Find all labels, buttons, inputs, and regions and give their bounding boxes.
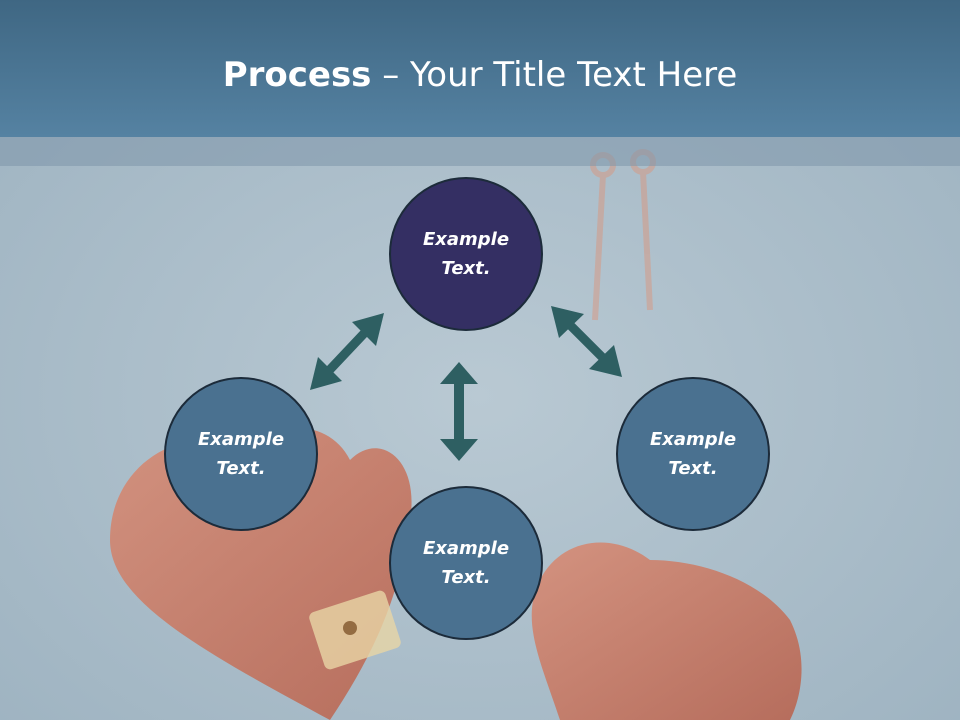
arrow-top-right-group: [551, 306, 622, 377]
arrow-vertical-group: [440, 362, 478, 461]
node-left: Example Text.: [164, 377, 318, 531]
node-top-label: Example Text.: [422, 229, 510, 279]
right-heart-shape: [531, 542, 802, 720]
node-left-label: Example Text.: [197, 429, 285, 479]
node-right-label: Example Text.: [649, 429, 737, 479]
title-bar: [0, 0, 960, 137]
arrow-vertical-head-down: [440, 439, 478, 461]
lock-shape: [309, 590, 401, 670]
arrow-top-left-group: [310, 313, 384, 390]
node-right: Example Text.: [616, 377, 770, 531]
arrow-top-right-head-down: [589, 345, 622, 377]
node-bottom: Example Text.: [389, 486, 543, 640]
slide-title-rest: – Your Title Text Here: [371, 55, 738, 95]
slide-title-bold: Process: [222, 55, 372, 95]
node-top: Example Text.: [389, 177, 543, 331]
slide-title: Process – Your Title Text Here: [0, 52, 960, 98]
arrow-vertical-head-up: [440, 362, 478, 384]
arrow-top-right-head-up: [551, 306, 584, 338]
arrow-top-left-head-down: [310, 357, 342, 390]
title-bar-band: [0, 137, 960, 166]
node-bottom-label: Example Text.: [422, 538, 510, 588]
arrow-top-left-head-up: [352, 313, 384, 346]
